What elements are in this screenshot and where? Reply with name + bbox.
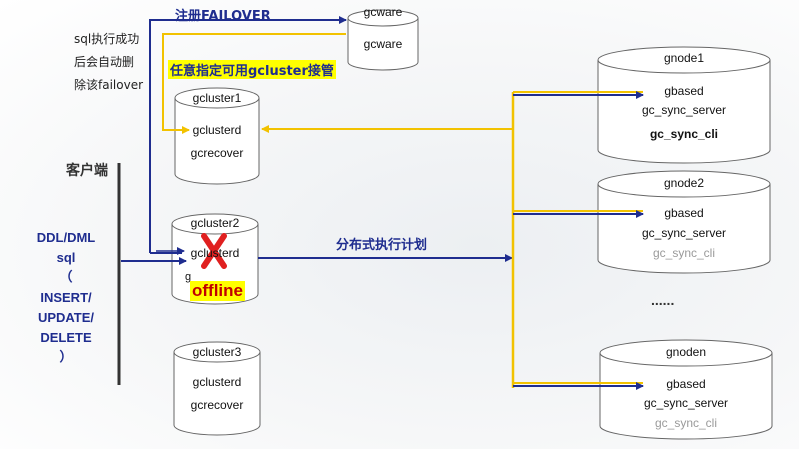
gnode2-process-gbased: gbased [664, 206, 704, 220]
offline-cross-icon [201, 233, 227, 269]
gnoden-process-sync-server: gc_sync_server [643, 396, 729, 410]
gnoden-process-gbased: gbased [666, 377, 706, 391]
sql-type-line: UPDATE/ [37, 310, 95, 325]
gcluster1-process-gclusterd: gclusterd [192, 123, 242, 137]
gnode1-process-sync-cli: gc_sync_cli [649, 127, 719, 141]
gnoden-cylinder [599, 339, 773, 440]
sql-type-line: DELETE [40, 330, 92, 345]
gcluster1-cylinder [174, 87, 260, 185]
distributed-plan-label: 分布式执行计划 [336, 238, 428, 253]
gcluster1-process-gcrecover: gcrecover [190, 146, 244, 160]
gcluster2-title: gcluster2 [190, 216, 240, 230]
gcluster3-title: gcluster3 [192, 345, 242, 359]
sql-type-line: （ [59, 270, 73, 285]
gcware-cylinder [347, 9, 419, 71]
gcluster2-process-gclusterd: gclusterd [190, 246, 240, 260]
gnode1-process-sync-server: gc_sync_server [641, 103, 727, 117]
client-label: 客户端 [66, 163, 108, 179]
register-failover-label: 注册FAILOVER [175, 9, 271, 24]
sql-type-line: ） [59, 350, 73, 365]
gcluster1-title: gcluster1 [192, 91, 242, 105]
gnode1-process-gbased: gbased [664, 84, 704, 98]
gcware-title: gcware [363, 5, 403, 19]
gnoden-process-sync-cli: gc_sync_cli [654, 416, 718, 430]
sql-type-line: DDL/DML [36, 230, 96, 245]
sql-type-list: DDL/DML sql （ INSERT/ UPDATE/ DELETE ） [20, 228, 112, 368]
gcluster3-process-gclusterd: gclusterd [192, 375, 242, 389]
sql-note-line3: 除该failover [74, 78, 144, 92]
takeover-label: 任意指定可用gcluster接管 [168, 60, 336, 79]
gcluster3-process-gcrecover: gcrecover [190, 398, 244, 412]
gnoden-title: gnoden [665, 345, 707, 359]
gnode1-cylinder [597, 46, 771, 164]
gnode2-process-sync-cli: gc_sync_cli [652, 246, 716, 260]
takeover-arrow [162, 33, 346, 134]
offline-badge: offline [190, 281, 245, 301]
more-nodes-ellipsis: ...... [651, 292, 675, 308]
gnode2-process-sync-server: gc_sync_server [641, 226, 727, 240]
gnode2-title: gnode2 [663, 176, 705, 190]
gcware-content: gcware [363, 37, 403, 51]
gnode1-title: gnode1 [663, 51, 705, 65]
gnode2-cylinder [597, 170, 771, 274]
sql-type-line: sql [56, 250, 76, 265]
sql-note-line2: 后会自动删 [74, 55, 135, 69]
sql-note-line1: sql执行成功 [74, 32, 140, 46]
sql-type-line: INSERT/ [40, 290, 92, 305]
register-failover-arrow [149, 16, 347, 253]
gcluster3-cylinder [173, 341, 261, 436]
gcluster2-process-partial: g [185, 271, 192, 283]
